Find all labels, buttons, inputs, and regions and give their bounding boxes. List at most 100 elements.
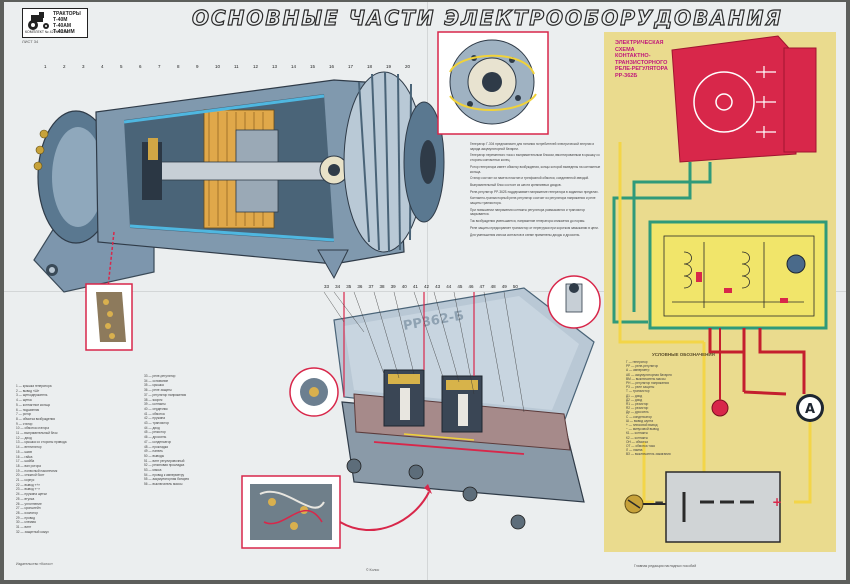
- legend-item: 6 — подшипник: [16, 407, 40, 412]
- legend-item: 13 — крышка со стороны привода: [16, 440, 67, 445]
- callout-number: 10: [215, 64, 221, 69]
- callout-number: 42: [424, 284, 430, 289]
- legend-item: РР — реле-регулятор: [626, 364, 659, 369]
- legend-item: 17 — шайба: [16, 459, 35, 464]
- legend-item: 31 — винт: [16, 525, 32, 530]
- legend-item: 49 — панель: [144, 449, 163, 454]
- callout-number: 37: [368, 284, 374, 289]
- callout-number: 49: [501, 284, 507, 289]
- callout-number: 8: [177, 64, 180, 69]
- legend-item: 29 — провод: [16, 515, 35, 520]
- legend-item: 4 — щетка: [16, 398, 32, 403]
- callout-number: 43: [435, 284, 441, 289]
- callout-number: 41: [412, 284, 418, 289]
- footer-right: Главная редакция наглядных пособий: [634, 564, 697, 568]
- description-paragraph: Генератор Г-304 предназначен для питания…: [470, 142, 595, 151]
- legend-item: 55 — аккумуляторная батарея: [144, 477, 190, 482]
- description-paragraph: Генератор переменного тока с выпрямитель…: [470, 153, 600, 163]
- legend-item: 34 — основание: [144, 378, 169, 383]
- generator-illustration: [33, 71, 445, 293]
- legend-item: 32 — защитный кожух: [16, 529, 49, 534]
- poster-sheet: ТРАКТОРЫ Т-40М Т-40АМ Т-40АНМ КОМПЛЕКТ №…: [4, 2, 846, 580]
- callout-number: 4: [101, 64, 104, 69]
- legend-item: − — минусовой вывод: [626, 427, 659, 432]
- legend-item: 14 — вентилятор: [16, 445, 42, 450]
- legend-item: 26 — уплотнение: [16, 501, 42, 506]
- legend-item: 11 — выпрямительный блок: [16, 431, 58, 436]
- legend-item: ВМ — выключатель массы: [626, 376, 666, 381]
- callout-number: 46: [468, 284, 474, 289]
- legend-item: 24 — пружина щетки: [16, 492, 47, 497]
- legend-item: 51 — винт регулировочный: [144, 458, 185, 463]
- callout-number: 33: [324, 284, 330, 289]
- legend-item: Д2 — диод: [626, 397, 643, 402]
- legend-item: С — конденсатор: [626, 414, 652, 419]
- legend-item: 25 — втулка: [16, 496, 35, 501]
- legend-item: 12 — диод: [16, 435, 32, 440]
- legend-item: 27 — кронштейн: [16, 506, 41, 511]
- legend-item: А — амперметр: [626, 368, 650, 373]
- legend-item: 39 — контакты: [144, 402, 166, 407]
- legend-item: 43 — транзистор: [144, 421, 170, 426]
- legend-item: 56 — выключатель массы: [144, 482, 183, 487]
- resistor-detail-inset: [547, 275, 601, 329]
- callout-number: 6: [139, 64, 142, 69]
- legend-item: 20 — стяжной болт: [16, 473, 45, 478]
- callout-number: 2: [63, 64, 66, 69]
- callout-number: 18: [367, 64, 373, 69]
- legend-item: 7 — ротор: [16, 412, 32, 417]
- relay-regulator-illustration: РР362-Б: [323, 287, 595, 530]
- description-paragraph: При повышении напряжения контакты регуля…: [470, 207, 586, 217]
- legend-item: 37 — регулятор напряжения: [144, 392, 187, 397]
- callout-number: 12: [253, 64, 259, 69]
- legend-item: 47 — конденсатор: [144, 439, 172, 444]
- tractor-icon: [28, 12, 49, 30]
- legend-item: АБ — аккумуляторная батарея: [626, 372, 672, 377]
- battery-plus: +: [772, 495, 782, 509]
- description-paragraph: Реле-регулятор РР-362Б поддерживает напр…: [470, 189, 599, 194]
- wiring-detail-inset: [241, 475, 341, 549]
- footer-left: Издательство «Колос»: [16, 562, 53, 566]
- legend-item: 52 — резиновая прокладка: [144, 463, 185, 468]
- legend-item: 41 — обмотка: [144, 411, 165, 416]
- logo-set-text: КОМПЛЕКТ № 42 ЛИСТОВ: [25, 30, 69, 34]
- legend-item: R2 — резистор: [626, 406, 649, 411]
- legend-item: 3 — щеткодержатель: [16, 393, 48, 398]
- callout-number: 11: [234, 64, 239, 69]
- callout-number: 36: [357, 284, 363, 289]
- callout-number: 48: [490, 284, 496, 289]
- legend-item: 33 — реле-регулятор: [144, 374, 176, 378]
- legend-item: 1 — крышка генератора: [16, 384, 52, 388]
- legend-item: ОН — обмотка: [626, 439, 648, 444]
- legend-item: 23 — вывод «−»: [16, 487, 41, 492]
- ammeter-label: A: [805, 402, 815, 417]
- legend-item: Ш — вывод шунта: [626, 418, 654, 423]
- description-paragraph: Статор состоит из пакета пластин и трехф…: [470, 176, 590, 181]
- legend-item: 36 — реле защиты: [144, 388, 172, 393]
- legend-item: 19 — полюсный наконечник: [16, 468, 58, 473]
- schematic-panel: A + −: [604, 32, 836, 552]
- legend-item: Т — транзистор: [626, 389, 650, 394]
- legend-item: 54 — провод к амперметру: [144, 472, 185, 477]
- legend-item: 35 — крышка: [144, 383, 164, 388]
- legend-item: 48 — прокладка: [144, 444, 168, 449]
- callout-number: 3: [82, 64, 85, 69]
- legend-item: + — плюсовой вывод: [626, 423, 658, 428]
- inset-pointer-arrow: [339, 491, 430, 532]
- legend-item: 44 — диод: [144, 425, 160, 430]
- legend-item: 42 — пружина: [144, 416, 166, 421]
- legend-item: 30 — клемма: [16, 520, 36, 525]
- callout-number: 35: [346, 284, 352, 289]
- legend-item: 22 — вывод «+»: [16, 482, 41, 487]
- description-paragraph: Для уменьшения износа контактов в схеме …: [470, 232, 581, 237]
- description-paragraph: Контактно-транзисторный реле-регулятор с…: [470, 196, 596, 206]
- callout-number: 5: [120, 64, 123, 69]
- callout-number: 39: [390, 284, 396, 289]
- callout-number: 1: [44, 64, 47, 69]
- legend-item: 45 — резистор: [144, 430, 166, 435]
- logo-brand-text: ТРАКТОРЫ Т-40М Т-40АМ Т-40АНМ: [53, 11, 81, 35]
- legend-item: РЗ — реле защиты: [626, 385, 655, 390]
- legend-item: Др — дроссель: [626, 410, 649, 415]
